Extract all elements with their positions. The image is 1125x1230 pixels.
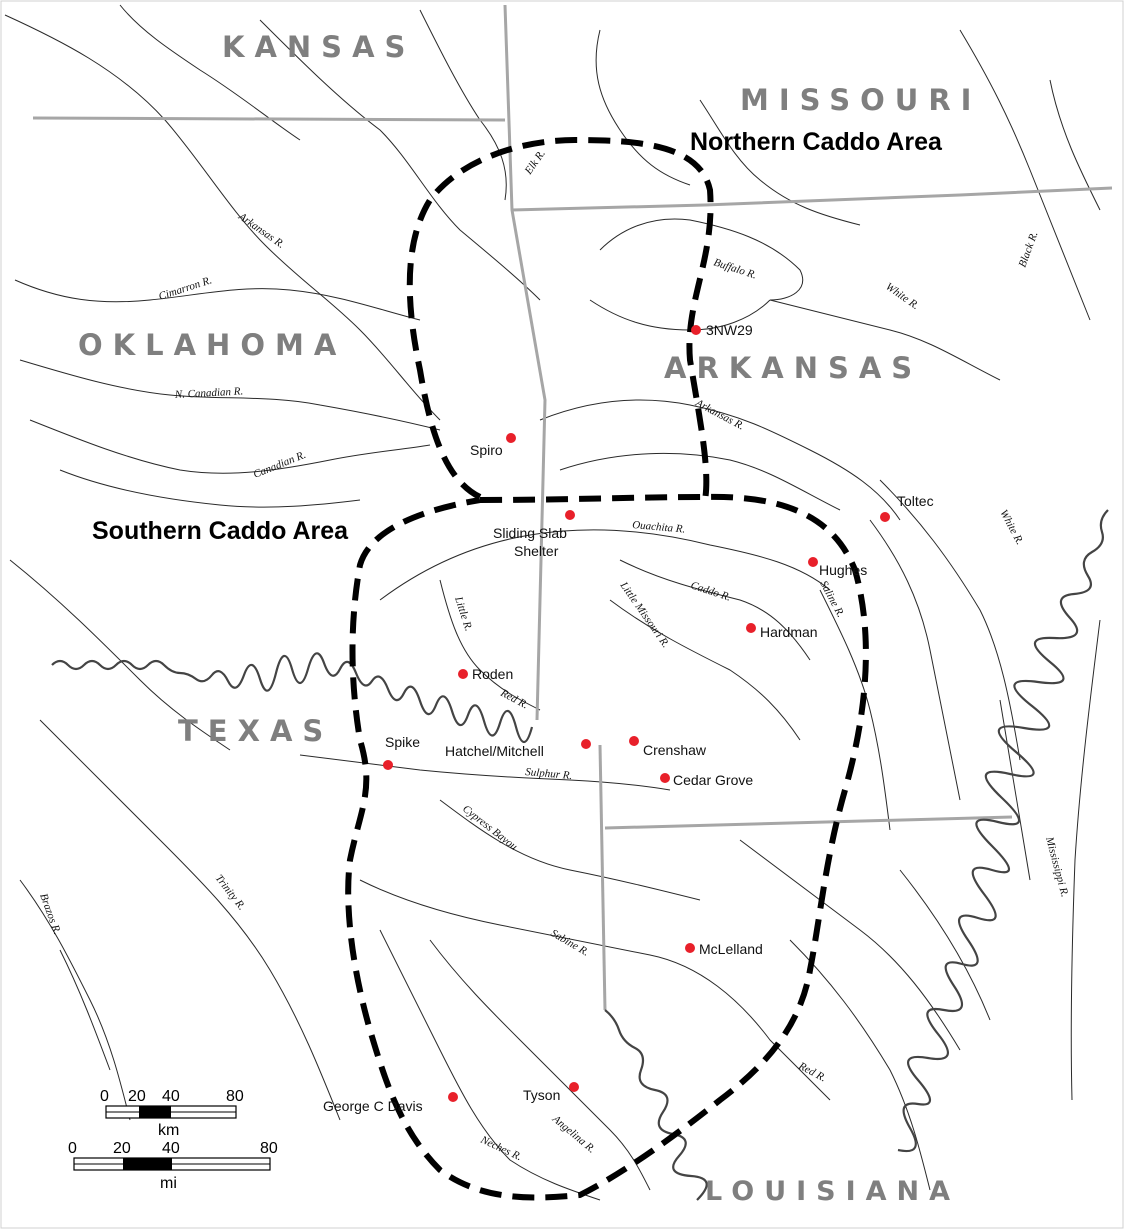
- site-label-hatchel-mitchell: Hatchel/Mitchell: [445, 743, 544, 759]
- site-dot-george-c-davis: [448, 1092, 458, 1102]
- site-label-cedar-grove: Cedar Grove: [673, 772, 753, 788]
- site-label-crenshaw: Crenshaw: [643, 742, 707, 758]
- scale-mi-tick-20: 20: [113, 1140, 131, 1157]
- scale-mi-tick-0: 0: [68, 1140, 77, 1157]
- state-borders: [32, 4, 1113, 1011]
- site-label-mclelland: McLelland: [699, 941, 763, 957]
- scale-mi-unit: mi: [160, 1175, 177, 1192]
- state-label-louisiana: LOUISIANA: [705, 1176, 960, 1207]
- site-label-hardman: Hardman: [760, 624, 818, 640]
- site-dot-sliding-slab-shelter: [565, 510, 575, 520]
- site-label-george-c-davis: George C Davis: [323, 1098, 423, 1114]
- caddo-area-outlines: [345, 136, 869, 1201]
- state-label-oklahoma: OKLAHOMA: [78, 328, 346, 362]
- scale-bar-mi: 0 20 40 80 mi: [68, 1140, 278, 1192]
- site-dot-cedar-grove: [660, 773, 670, 783]
- site-dot-hardman: [746, 623, 756, 633]
- site-dot-tyson: [569, 1082, 579, 1092]
- site-label-spiro: Spiro: [470, 442, 503, 458]
- site-label-spike: Spike: [385, 734, 420, 750]
- site-dot-crenshaw: [629, 736, 639, 746]
- scale-km-tick-20: 20: [128, 1088, 146, 1105]
- scale-bar-km: 0 20 40 80 km: [100, 1088, 244, 1139]
- site-label-shelter: Shelter: [514, 543, 559, 559]
- state-label-texas: TEXAS: [178, 714, 333, 748]
- site-label-3nw29: 3NW29: [706, 322, 753, 338]
- site-label-hughes: Hughes: [819, 562, 867, 578]
- site-label-toltec: Toltec: [897, 493, 934, 509]
- meandering-rivers: [51, 509, 1109, 1201]
- northern-caddo-area-label: Northern Caddo Area: [690, 128, 943, 156]
- river-label-sulphur: Sulphur R.: [525, 766, 573, 782]
- scale-km-tick-80: 80: [226, 1088, 244, 1105]
- site-label-tyson: Tyson: [523, 1087, 560, 1103]
- state-label-arkansas: ARKANSAS: [664, 351, 922, 385]
- site-dot-hatchel-mitchell: [581, 739, 591, 749]
- scale-km-unit: km: [158, 1122, 179, 1139]
- site-dot-hughes: [808, 557, 818, 567]
- site-label-sliding-slab: Sliding Slab: [493, 525, 567, 541]
- river-label-ouachita: Ouachita R.: [632, 519, 686, 536]
- river-network: [4, 4, 1101, 1201]
- site-dot-roden: [458, 669, 468, 679]
- scale-mi-tick-40: 40: [162, 1140, 180, 1157]
- scale-mi-tick-80: 80: [260, 1140, 278, 1157]
- site-dot-spike: [383, 760, 393, 770]
- southern-caddo-area-label: Southern Caddo Area: [92, 517, 349, 545]
- site-markers: 3NW29 Spiro Sliding Slab Shelter Toltec …: [323, 322, 934, 1114]
- scale-km-tick-0: 0: [100, 1088, 109, 1105]
- river-label-n-canadian: N. Canadian R.: [174, 385, 244, 401]
- state-label-missouri: MISSOURI: [740, 83, 981, 117]
- state-label-kansas: KANSAS: [222, 30, 415, 64]
- site-dot-toltec: [880, 512, 890, 522]
- site-dot-3nw29: [691, 325, 701, 335]
- northern-caddo-area-outline: [406, 136, 714, 501]
- site-label-roden: Roden: [472, 666, 513, 682]
- site-dot-spiro: [506, 433, 516, 443]
- site-dot-mclelland: [685, 943, 695, 953]
- scale-km-tick-40: 40: [162, 1088, 180, 1105]
